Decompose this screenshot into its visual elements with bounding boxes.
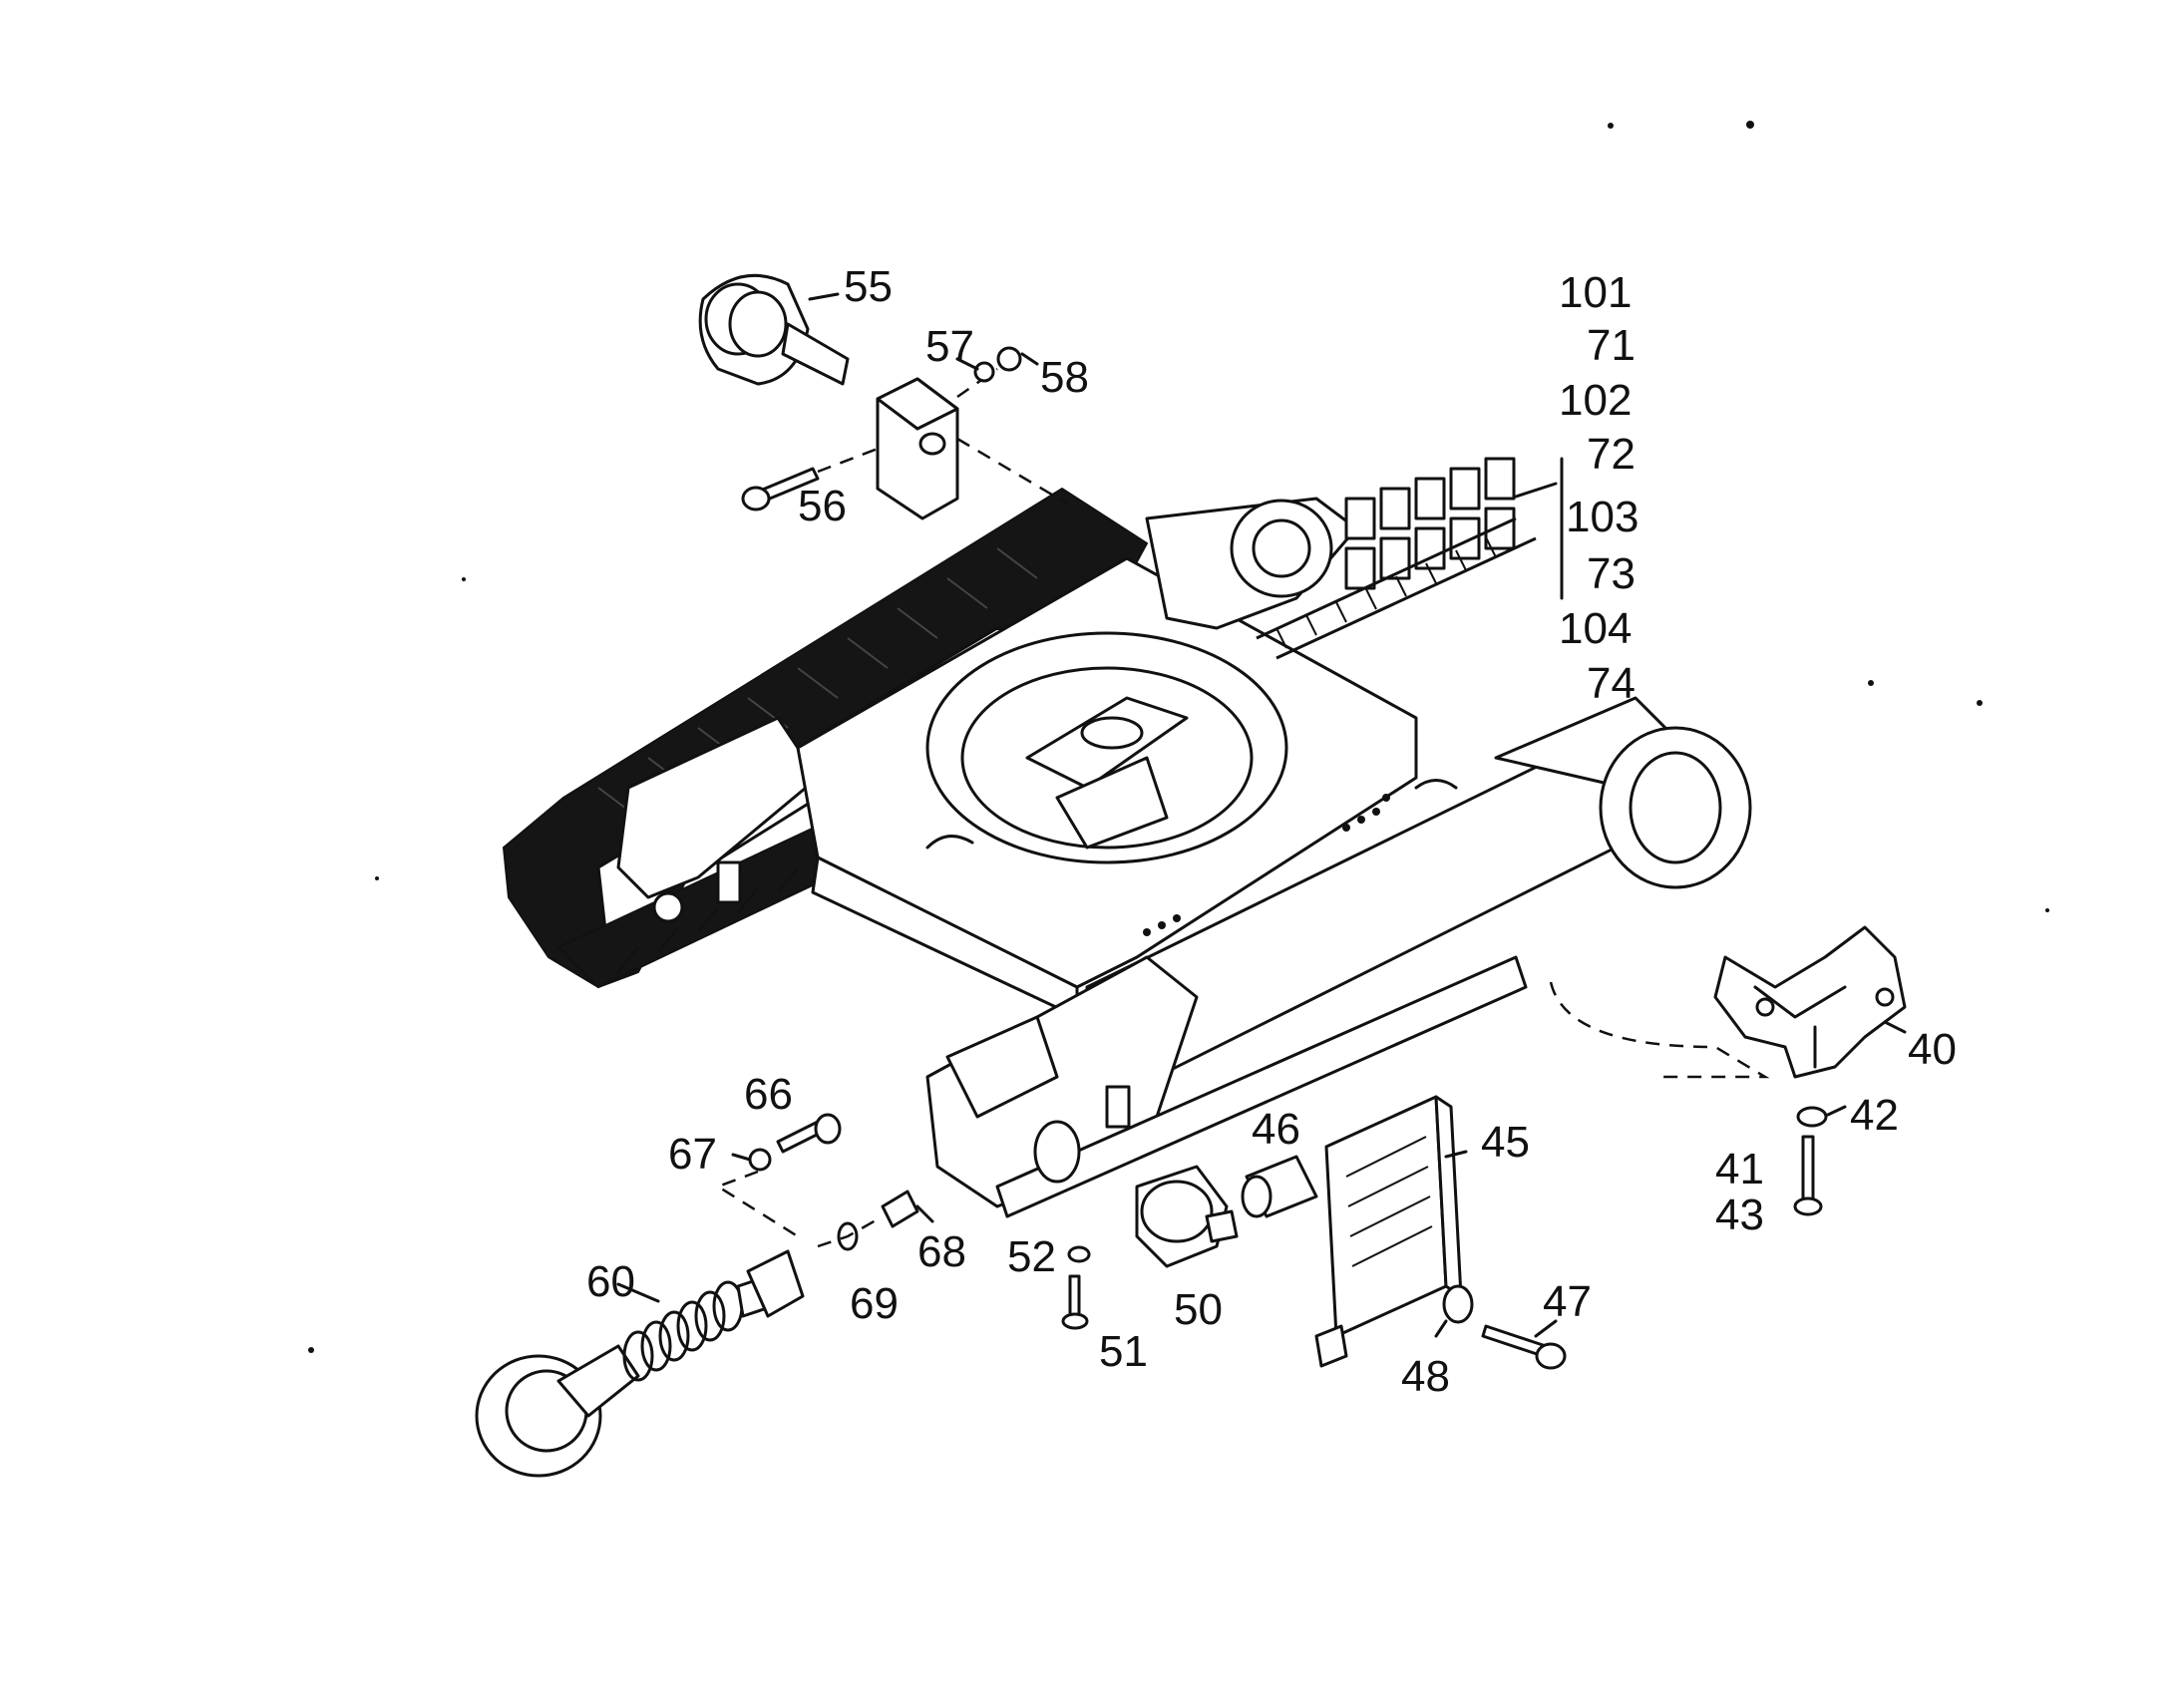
track-guard-plate [1314,1095,1468,1368]
roller-bracket [876,377,959,520]
undercarriage-frame [796,556,1752,1218]
callout-52: 52 [1007,1232,1056,1281]
callout-57: 57 [925,322,974,371]
callout-46: 46 [1252,1105,1300,1154]
bolt-51 [1061,1274,1089,1330]
callout-43: 43 [1715,1191,1764,1239]
chain-variant-71: 71 [1587,321,1635,370]
washer-52 [1067,1245,1091,1263]
grease-fitting-68 [881,1190,934,1228]
chain-variant-101: 101 [1559,268,1632,317]
guard-bracket [1713,925,1907,1079]
callout-50: 50 [1174,1285,1223,1334]
bushing-46 [1241,1155,1318,1218]
chain-variant-74: 74 [1587,659,1635,708]
callout-48: 48 [1401,1352,1450,1401]
callout-45: 45 [1481,1118,1530,1167]
travel-motor-50 [1135,1165,1239,1268]
callout-51: 51 [1099,1327,1148,1376]
chain-variant-102: 102 [1559,376,1632,425]
bolt-56 [741,467,820,512]
washer-57 [973,361,995,383]
chain-variant-73: 73 [1587,549,1635,598]
washer-42 [1796,1106,1828,1128]
chain-variant-103: 103 [1566,493,1638,541]
callout-41: 41 [1715,1145,1764,1194]
callout-69: 69 [850,1279,899,1328]
callout-56: 56 [798,482,847,530]
callout-68: 68 [917,1227,966,1276]
bolt-47 [1481,1319,1567,1370]
bolt-66 [776,1113,842,1154]
callout-67: 67 [668,1130,717,1179]
nut-58 [996,346,1022,372]
top-roller [698,273,850,386]
callout-47: 47 [1543,1277,1592,1326]
callout-42: 42 [1850,1091,1899,1140]
callout-labels: 55 57 58 56 101 71 102 72 103 73 104 74 … [586,262,1957,1401]
track-chain [1145,457,1564,660]
front-idler-60 [475,1249,805,1478]
washer-48 [1442,1284,1474,1324]
callout-40: 40 [1908,1025,1957,1074]
bolt-41 [1793,1135,1823,1216]
nut-67 [748,1148,772,1172]
callout-58: 58 [1040,353,1089,402]
callout-60: 60 [586,1257,635,1306]
callout-66: 66 [744,1070,793,1119]
chain-variant-104: 104 [1559,604,1632,653]
chain-variant-72: 72 [1587,430,1635,479]
callout-55: 55 [844,262,893,311]
